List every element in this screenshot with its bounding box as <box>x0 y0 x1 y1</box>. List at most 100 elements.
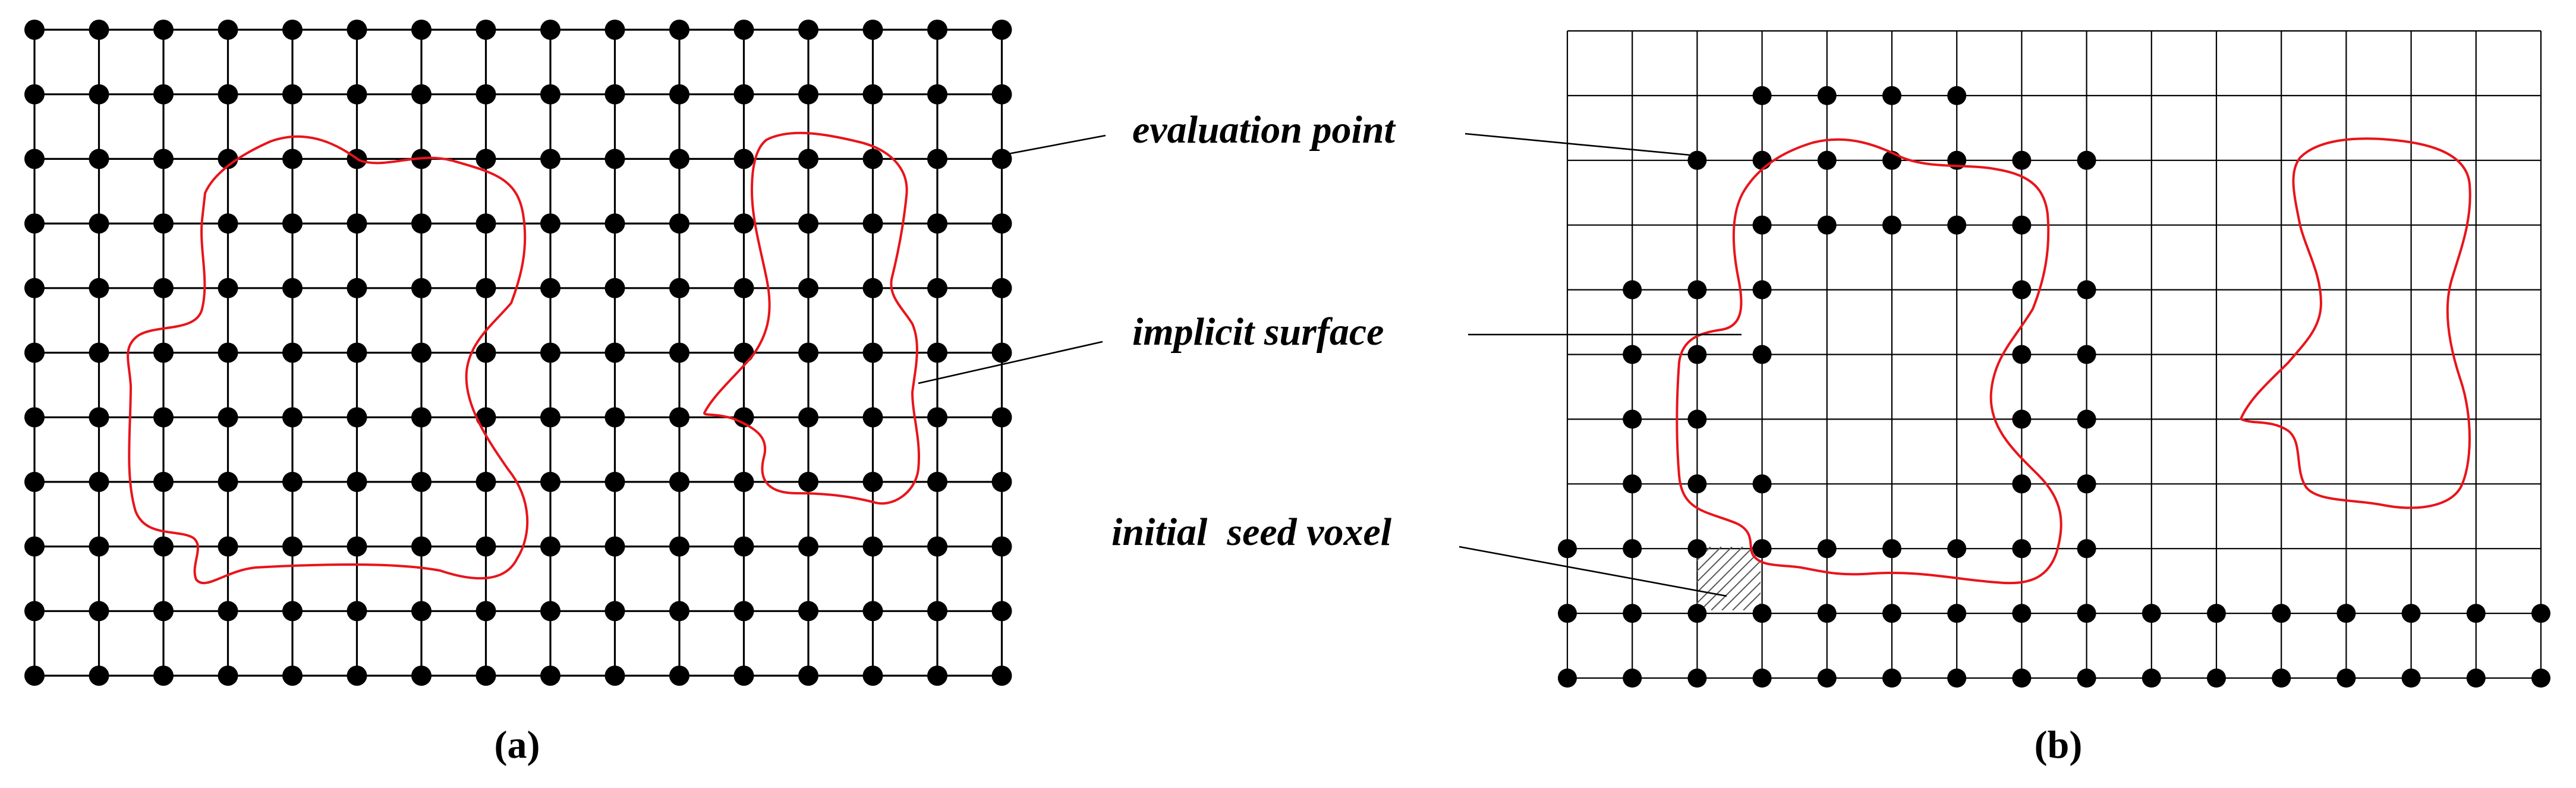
evaluation-point-a <box>218 407 238 428</box>
evaluation-point-a <box>282 84 303 105</box>
evaluation-point-a <box>153 471 174 492</box>
evaluation-point-b <box>1687 604 1707 623</box>
evaluation-point-a <box>540 278 560 298</box>
evaluation-point-a <box>669 84 689 105</box>
evaluation-point-a <box>89 407 109 428</box>
evaluation-point-b <box>2012 280 2032 300</box>
evaluation-point-a <box>540 407 560 428</box>
evaluation-point-a <box>669 666 689 686</box>
hatch-line <box>1732 581 1761 610</box>
evaluation-point-a <box>798 278 818 298</box>
evaluation-point-b <box>1752 669 1772 688</box>
evaluation-point-a <box>540 342 560 363</box>
evaluation-point-b <box>2077 345 2096 364</box>
evaluation-point-a <box>862 213 883 234</box>
evaluation-point-a <box>153 342 174 363</box>
evaluation-point-a <box>24 536 45 557</box>
evaluation-point-a <box>927 213 947 234</box>
evaluation-point-b <box>1623 409 1642 429</box>
panel-label-a: (a) <box>495 723 540 767</box>
evaluation-point-a <box>927 84 947 105</box>
evaluation-point-a <box>218 149 238 169</box>
evaluation-point-a <box>347 342 367 363</box>
evaluation-point-b <box>1623 669 1642 688</box>
evaluation-point-b <box>1752 150 1772 170</box>
evaluation-point-a <box>991 666 1012 686</box>
evaluation-point-a <box>991 601 1012 622</box>
evaluation-point-a <box>153 20 174 40</box>
evaluation-point-a <box>798 536 818 557</box>
evaluation-point-b <box>2531 669 2550 688</box>
evaluation-point-b <box>1623 345 1642 364</box>
evaluation-point-b <box>1817 539 1837 559</box>
evaluation-point-a <box>347 601 367 622</box>
hatch-line <box>1829 547 1892 610</box>
evaluation-point-a <box>475 407 496 428</box>
evaluation-point-a <box>475 213 496 234</box>
evaluation-point-a <box>798 471 818 492</box>
evaluation-point-a <box>927 407 947 428</box>
evaluation-point-a <box>24 20 45 40</box>
evaluation-point-a <box>347 471 367 492</box>
evaluation-point-a <box>604 278 625 298</box>
evaluation-point-b <box>2012 474 2032 494</box>
evaluation-point-a <box>282 407 303 428</box>
evaluation-point-b <box>2531 604 2550 623</box>
evaluation-point-a <box>218 213 238 234</box>
evaluation-point-a <box>540 601 560 622</box>
evaluation-point-a <box>604 471 625 492</box>
evaluation-points-a <box>24 20 1012 686</box>
evaluation-point-a <box>991 149 1012 169</box>
evaluation-point-a <box>798 213 818 234</box>
evaluation-point-a <box>991 471 1012 492</box>
evaluation-point-a <box>927 536 947 557</box>
evaluation-point-a <box>218 278 238 298</box>
label-implicit-surface: implicit surface <box>1132 310 1384 354</box>
evaluation-point-a <box>927 149 947 169</box>
evaluation-point-a <box>540 536 560 557</box>
evaluation-point-b <box>2077 474 2096 494</box>
evaluation-point-b <box>1882 86 1901 105</box>
evaluation-point-a <box>218 342 238 363</box>
evaluation-point-b <box>2077 409 2096 429</box>
hatch-line <box>1786 547 1850 610</box>
evaluation-point-a <box>153 601 174 622</box>
evaluation-point-a <box>411 536 432 557</box>
evaluation-point-b <box>1752 215 1772 235</box>
evaluation-point-b <box>1752 345 1772 364</box>
evaluation-point-a <box>733 149 754 169</box>
evaluation-point-a <box>475 149 496 169</box>
leader-implicit-surface-a <box>918 341 1103 384</box>
evaluation-point-b <box>2077 604 2096 623</box>
evaluation-point-b <box>1687 669 1707 688</box>
evaluation-point-a <box>604 149 625 169</box>
evaluation-point-b <box>1687 150 1707 170</box>
evaluation-point-b <box>1882 669 1901 688</box>
evaluation-point-a <box>604 601 625 622</box>
evaluation-point-a <box>604 20 625 40</box>
evaluation-point-a <box>89 342 109 363</box>
evaluation-point-a <box>540 149 560 169</box>
evaluation-point-a <box>89 536 109 557</box>
evaluation-point-b <box>2207 669 2226 688</box>
evaluation-point-b <box>2272 669 2291 688</box>
evaluation-point-b <box>1882 539 1901 559</box>
evaluation-point-b <box>1623 604 1642 623</box>
evaluation-point-a <box>89 20 109 40</box>
evaluation-point-a <box>475 471 496 492</box>
evaluation-point-a <box>862 278 883 298</box>
evaluation-point-a <box>540 84 560 105</box>
evaluation-point-b <box>2401 669 2421 688</box>
evaluation-point-a <box>89 601 109 622</box>
hatch-line <box>1711 560 1761 610</box>
evaluation-point-a <box>24 471 45 492</box>
hatch-line <box>1697 547 1754 604</box>
evaluation-point-a <box>153 407 174 428</box>
evaluation-point-b <box>2012 345 2032 364</box>
evaluation-point-b <box>1947 669 1967 688</box>
evaluation-point-b <box>2012 669 2032 688</box>
evaluation-point-b <box>1947 539 1967 559</box>
evaluation-point-a <box>347 536 367 557</box>
evaluation-point-b <box>2142 604 2161 623</box>
